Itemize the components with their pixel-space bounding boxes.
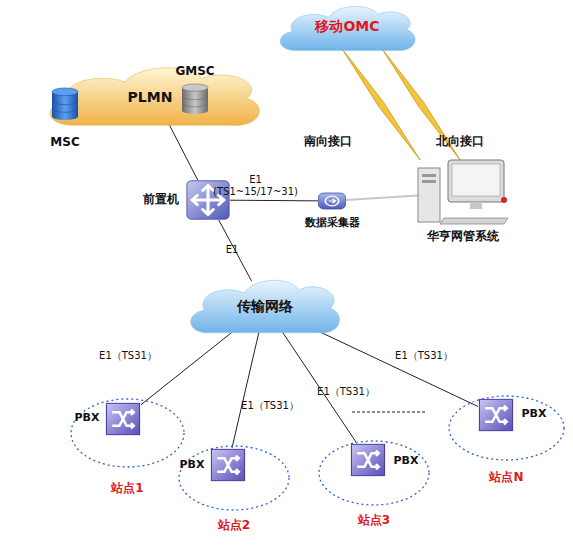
site-ellipse: 站点1PBX: [70, 398, 185, 468]
edge-label: E1 (TS1~15/17~31): [208, 174, 303, 198]
node-label: 站点2: [178, 519, 290, 533]
edge-label: E1: [220, 244, 244, 256]
node-label: GMSC: [168, 65, 222, 79]
node-label: MSC: [40, 136, 90, 150]
edge-label: E1（TS31）: [306, 386, 386, 398]
pbx-icon-shape: [478, 398, 514, 432]
node-label: PBX: [176, 459, 208, 472]
pbx-icon: PBX: [350, 443, 386, 477]
node-label: PBX: [71, 412, 103, 425]
e1-link: [346, 195, 418, 200]
node-label: 移动OMC: [275, 18, 420, 34]
edge-label: E1（TS31）: [230, 400, 310, 412]
interface-bolt: [342, 49, 420, 160]
pbx-icon: PBX: [478, 398, 514, 432]
e1-link: [230, 200, 318, 202]
e1-link: [168, 122, 198, 181]
pbx-icon: PBX: [210, 448, 246, 482]
database-cylinder-shape: [182, 84, 208, 114]
node-label: 华亨网管系统: [410, 230, 516, 244]
e1-link: [219, 220, 252, 281]
pbx-icon-shape: [210, 448, 246, 482]
cloud: PLMN MSC GMSC: [42, 62, 267, 130]
node-label: 站点N: [448, 471, 565, 485]
node-label: 传输网络: [185, 298, 345, 314]
cloud: 移动OMC: [275, 2, 420, 54]
edge-label: 北向接口: [430, 134, 490, 148]
node-label: PBX: [390, 455, 422, 468]
edge-label: E1（TS31）: [88, 350, 168, 362]
computer-icon-shape: [418, 160, 508, 225]
database-cylinder: GMSC: [182, 84, 208, 114]
node-label: 站点1: [70, 482, 185, 496]
node-label: 站点3: [318, 514, 430, 528]
collector-icon: 数据采集器: [318, 191, 346, 211]
pbx-icon-shape: [105, 402, 141, 436]
e1-link: [141, 331, 234, 405]
e1-link: [232, 331, 259, 448]
site-ellipse: 站点NPBX: [448, 395, 565, 461]
database-cylinder-shape: [52, 88, 78, 120]
edge-label: 南向接口: [298, 134, 358, 148]
cloud: 传输网络: [185, 275, 345, 337]
edge-label: E1（TS31）: [384, 350, 464, 362]
computer-icon: 华亨网管系统: [418, 160, 508, 225]
pbx-icon: PBX: [105, 402, 141, 436]
node-label: 数据采集器: [294, 217, 370, 230]
site-ellipse: 站点3PBX: [318, 440, 430, 506]
pbx-icon-shape: [350, 443, 386, 477]
node-label: PLMN: [120, 89, 180, 105]
node-label: 前置机: [138, 193, 184, 207]
collector-icon-shape: [318, 191, 346, 211]
node-label: PBX: [518, 408, 550, 421]
database-cylinder: MSC: [52, 88, 78, 120]
ellipsis-dashes: [352, 411, 425, 412]
site-ellipse: 站点2PBX: [178, 445, 290, 511]
